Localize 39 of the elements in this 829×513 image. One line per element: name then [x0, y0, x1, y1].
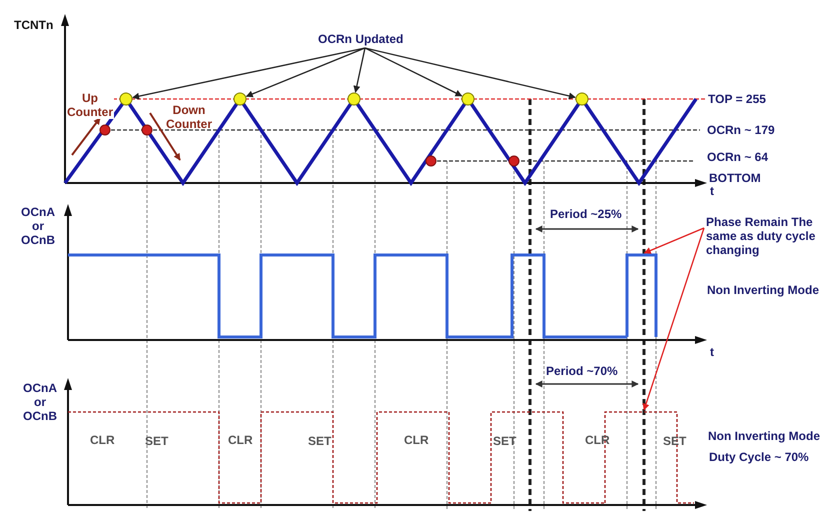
state-label: CLR	[585, 433, 610, 447]
mode-label: Non Inverting Mode	[707, 283, 819, 297]
update-point-dot	[576, 92, 588, 106]
state-label: SET	[493, 434, 516, 448]
state-label: SET	[663, 434, 686, 448]
callout-text: OCRn Updated	[318, 32, 404, 46]
annotation: Down Counter	[165, 103, 213, 131]
state-label: SET	[145, 434, 168, 448]
axis-label: OCnA or OCnB	[22, 381, 58, 423]
annotation: Up Counter	[66, 91, 114, 119]
state-label: CLR	[90, 433, 115, 447]
state-label: CLR	[228, 433, 253, 447]
level-label: TOP = 255	[708, 92, 766, 106]
output-pulse	[626, 254, 658, 337]
axis-label: TCNTn	[14, 18, 54, 32]
arrow	[364, 47, 576, 100]
update-point-dot	[462, 92, 474, 106]
level-label: BOTTOM	[709, 171, 761, 185]
dimension-label: Period ~70%	[546, 364, 618, 378]
update-point-dot	[120, 92, 132, 106]
level-label: OCRn ~ 64	[707, 150, 768, 164]
arrow	[364, 47, 462, 96]
arrow	[642, 228, 705, 411]
mode-label: Duty Cycle ~ 70%	[709, 450, 809, 464]
state-label: SET	[308, 434, 332, 448]
mode-label: Non Inverting Mode	[708, 429, 820, 443]
axis-label: t	[710, 184, 714, 198]
state-label: CLR	[404, 433, 429, 447]
callout-text: Phase Remain The same as duty cycle changing	[706, 215, 824, 257]
dimension-label: Period ~25%	[550, 207, 622, 221]
axis-label: OCnA or OCnB	[20, 205, 56, 247]
arrow	[644, 227, 704, 254]
level-label: OCRn ~ 179	[707, 123, 775, 137]
update-point-dot	[348, 92, 360, 106]
arrow	[246, 47, 366, 98]
arrow	[353, 48, 366, 93]
axis-label: t	[710, 345, 714, 359]
arrow	[132, 47, 366, 100]
update-point-dot	[234, 92, 246, 106]
